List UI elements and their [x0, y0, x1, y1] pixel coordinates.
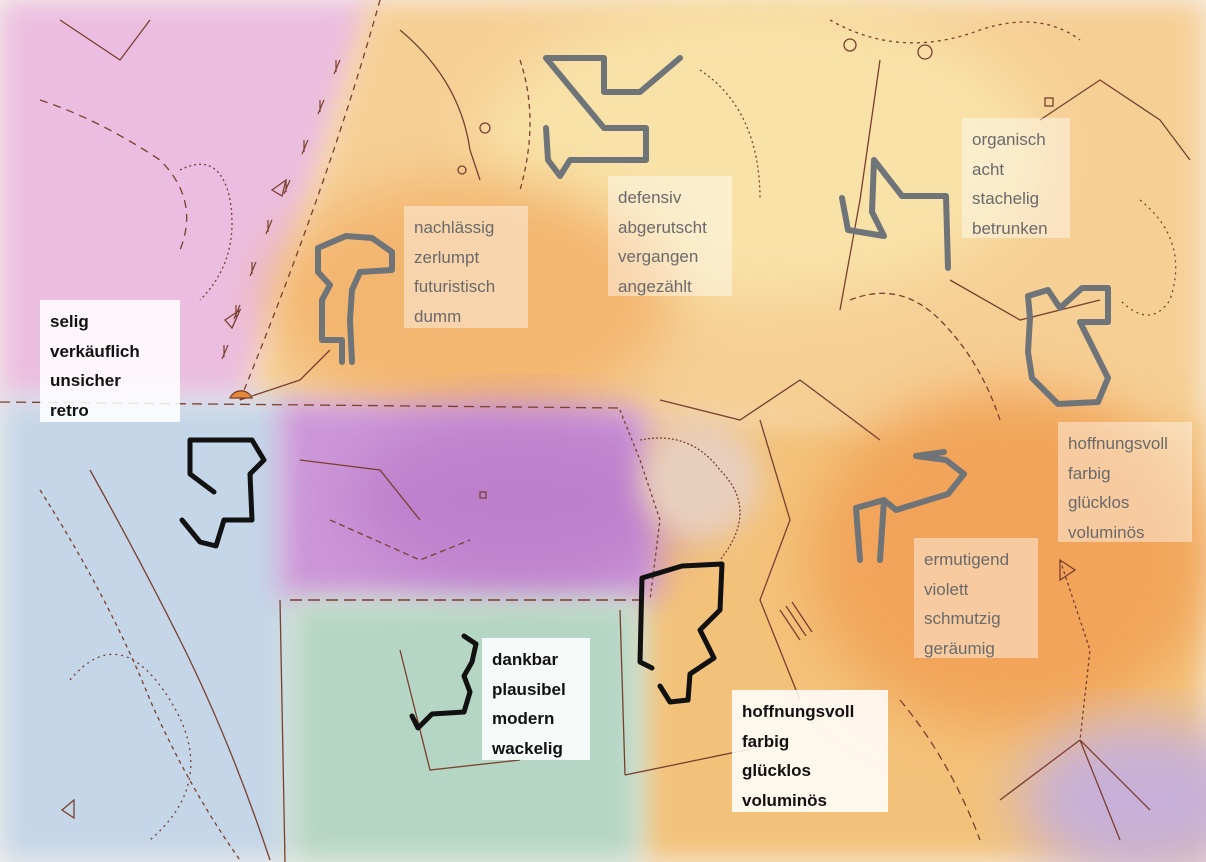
semicircle-glyph	[229, 390, 253, 399]
label-word: hoffnungsvoll	[742, 702, 855, 721]
label-word: nachlässig	[414, 218, 495, 237]
orange-dashed-1	[519, 59, 531, 191]
label-word: violett	[924, 579, 969, 599]
label-word: farbig	[742, 731, 790, 751]
top-right-line	[839, 59, 881, 311]
grey-outline-shapes	[315, 55, 1111, 563]
label-word: selig	[50, 312, 89, 331]
blue-river-dotted	[39, 489, 241, 861]
label-word: wackelig	[492, 738, 563, 758]
lower-right-dashed	[899, 699, 981, 841]
square-glyph	[1044, 97, 1054, 107]
label-word: dankbar	[492, 650, 559, 669]
label-word: farbig	[1068, 463, 1111, 483]
pink-dotted-curve	[179, 163, 233, 301]
label-word: glücklos	[742, 761, 811, 780]
junction-line	[239, 349, 331, 401]
mid-right-vertical	[759, 419, 801, 701]
label-word: betrunken	[972, 218, 1048, 238]
grey-outline-shape	[543, 55, 683, 179]
diagonal-tick-marks	[221, 59, 341, 360]
black-outline-shape	[409, 633, 479, 731]
label-card-bottom-center: dankbar plausibel modern wackelig	[482, 638, 590, 760]
label-word: angezählt	[618, 276, 692, 296]
label-word: geräumig	[924, 638, 995, 658]
grey-outline-shape	[853, 449, 967, 563]
purple-dashed-1	[329, 519, 471, 561]
label-word: verkäuflich	[50, 341, 140, 361]
spiral-glyph	[843, 38, 857, 52]
spiral-glyph	[457, 165, 467, 175]
grey-outline-shape	[315, 233, 395, 365]
label-card-bottom-right: hoffnungsvoll farbig glücklos voluminös	[732, 690, 888, 812]
black-outline-shape	[179, 437, 267, 549]
deep-orange-wash	[810, 390, 1206, 730]
top-chain-line	[829, 19, 1081, 44]
blue-river-line	[89, 469, 271, 861]
label-card-center-right: ermutigend violett schmutzig geräumig	[914, 538, 1038, 658]
blue-wash	[0, 400, 290, 862]
vertical-line-left	[279, 599, 286, 862]
label-word: modern	[492, 709, 555, 728]
orange-dotted-1	[699, 69, 761, 201]
diagonal-dashed-border	[239, 0, 381, 401]
label-word: voluminös	[1068, 522, 1145, 542]
blue-curl-dotted	[69, 653, 192, 841]
black-outline-shape	[637, 561, 725, 705]
spiral-glyph	[917, 44, 933, 60]
beige-wash	[640, 420, 760, 540]
triangle-glyph	[224, 308, 242, 330]
label-word: vergangen	[618, 247, 699, 266]
right-line-2	[1039, 79, 1191, 161]
beige-dotted-edge	[639, 437, 741, 561]
label-word: futuristisch	[414, 277, 496, 296]
label-word: dumm	[414, 306, 462, 326]
purple-zone-edge	[619, 409, 661, 601]
grey-outline-shape	[1025, 285, 1111, 407]
black-outline-shapes	[179, 437, 725, 731]
ink-glyphs	[60, 38, 1077, 820]
hatch-glyph	[779, 601, 813, 641]
purple-core-wash	[350, 410, 690, 590]
label-word: defensiv	[618, 188, 682, 207]
right-line-1	[949, 279, 1101, 321]
right-dashed-curve	[849, 292, 1001, 421]
label-card-right: hoffnungsvoll farbig glücklos voluminös	[1058, 422, 1192, 542]
orange-line-1	[399, 29, 481, 181]
label-word: schmutzig	[924, 609, 1001, 628]
vertical-line-mid	[619, 609, 626, 776]
spiral-glyph	[479, 122, 491, 134]
violet-corner-wash	[1020, 720, 1206, 862]
label-card-upper-center: nachlässig zerlumpt futuristisch dumm	[404, 206, 528, 328]
pink-dashed-curve	[39, 99, 188, 251]
triangle-glyph	[60, 798, 75, 820]
label-word: abgerutscht	[618, 217, 707, 237]
label-word: voluminös	[742, 790, 828, 810]
grey-outline-shape	[839, 157, 951, 271]
triangle-glyph	[1059, 558, 1077, 582]
orange-dotted-2	[1059, 559, 1091, 741]
label-card-top-center: defensiv abgerutscht vergangen angezählt	[608, 176, 732, 296]
label-word: unsicher	[50, 371, 121, 390]
label-word: stachelig	[972, 189, 1040, 208]
label-word: glücklos	[1068, 493, 1130, 512]
label-word: hoffnungsvoll	[1068, 434, 1168, 453]
triangle-glyph	[270, 178, 288, 198]
label-card-top-right: organisch acht stachelig betrunken	[962, 118, 1070, 238]
label-word: organisch	[972, 130, 1046, 149]
label-word: acht	[972, 159, 1005, 179]
label-word: ermutigend	[924, 550, 1010, 569]
pink-line-1	[59, 19, 151, 61]
label-word: zerlumpt	[414, 247, 480, 267]
star-lines	[999, 739, 1151, 841]
label-word: retro	[50, 400, 89, 420]
mid-right-line	[659, 379, 881, 441]
green-line-1	[399, 649, 521, 771]
square-glyph	[479, 491, 487, 499]
label-word: plausibel	[492, 679, 566, 699]
purple-line-1	[299, 459, 421, 521]
label-card-top-left: selig verkäuflich unsicher retro	[40, 300, 180, 422]
